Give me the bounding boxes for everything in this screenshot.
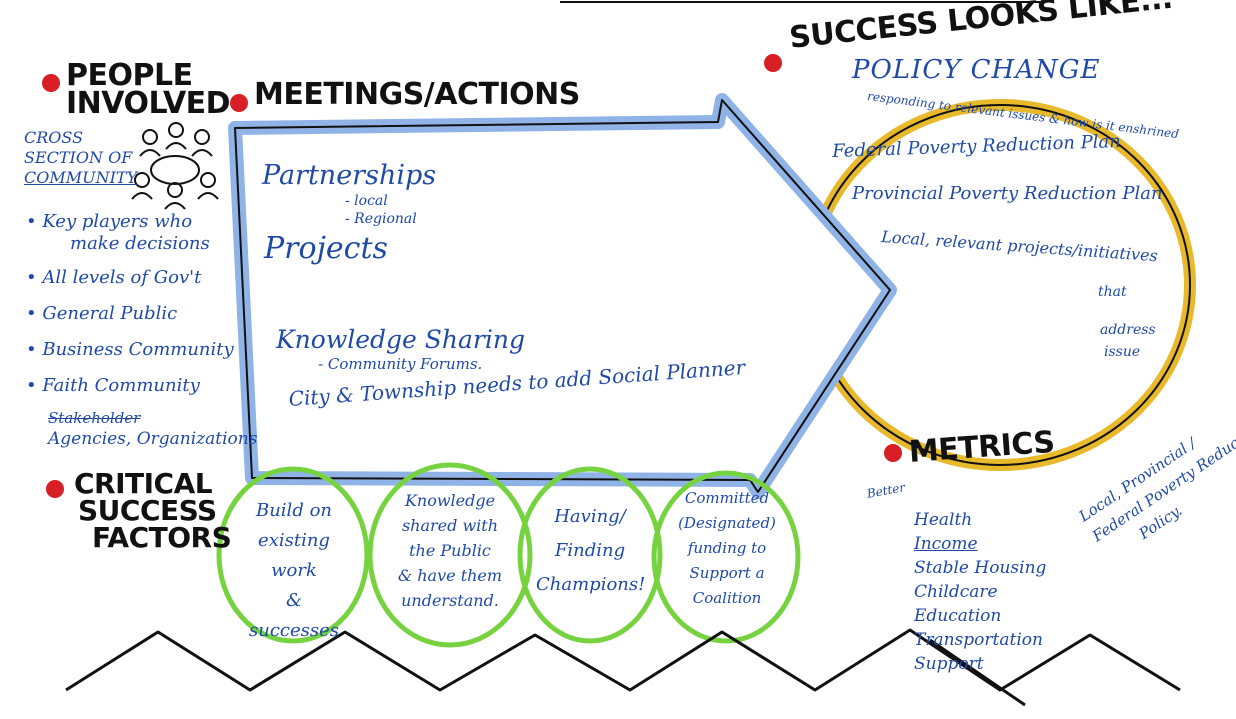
critical-heading: CRITICAL SUCCESS FACTORS [74,467,232,554]
factor-4-line-3: funding to [687,539,767,557]
factor-1-line-1: Build on [255,500,332,521]
people-item-5: • Business Community [26,339,234,360]
people-bullet-dot [42,74,60,92]
factor-2-text: Knowledge shared with the Public & have … [388,488,512,613]
meetings-heading: MEETINGS/ACTIONS [254,77,580,112]
cross-section-line-3: COMMUNITY [24,168,138,187]
local-projects-that: that [1098,284,1127,300]
partnerships-local: - local [345,193,388,209]
success-bullet-dot [764,54,782,72]
meetings-bullet-dot [230,94,248,112]
partnerships-label: Partnerships [262,160,437,191]
metrics-bullet-dot [884,444,902,462]
metrics-item-7: Support [914,654,984,674]
critical-heading-line-1: CRITICAL [74,467,213,500]
factor-circle-1 [216,466,370,644]
factor-4-line-4: Support a [689,564,765,582]
people-item-3: • All levels of Gov't [26,267,202,288]
critical-heading-line-3: FACTORS [92,521,232,554]
factor-4-line-5: Coalition [692,589,762,607]
people-item-1: • Key players who [26,211,193,232]
cross-section-label: CROSS SECTION OF COMMUNITY [24,128,137,188]
people-heading-line-2: INVOLVED [66,86,231,121]
mountain-range [65,628,1181,692]
factor-3-line-2: Finding [554,540,626,561]
policy-change-label: POLICY CHANGE [852,55,1101,85]
critical-heading-line-2: SUCCESS [78,494,217,527]
people-around-table-icon [131,122,219,210]
people-item-7: Stakeholder [48,409,141,427]
factor-1-line-2: existing work [258,530,330,581]
factor-2-line-4: & have them [397,566,503,585]
metrics-item-2: Income [914,534,978,554]
factor-2-line-1: Knowledge [404,491,496,510]
factor-3-text: Having/ Finding Champions! [536,500,646,602]
critical-bullet-dot [46,480,64,498]
metrics-list: Health Income Stable Housing Childcare E… [914,508,1046,676]
factor-2-line-5: understand. [401,591,499,610]
cross-section-line-1: CROSS [24,128,84,147]
meetings-arrow-glow [228,93,897,499]
people-item-6: • Faith Community [26,375,200,396]
factor-4-text: Committed (Designated) funding to Suppor… [668,486,786,611]
provincial-plan-label: Provincial Poverty Reduction Plan [852,183,1163,204]
people-item-2: make decisions [70,233,210,254]
factor-2-line-3: the Public [409,541,491,560]
local-projects-issue: issue [1104,344,1141,360]
metrics-item-1: Health [914,510,973,530]
metrics-item-4: Childcare [914,582,998,602]
factor-4-line-2: (Designated) [678,514,776,532]
factor-circle-4 [651,470,801,644]
metrics-item-5: Education [914,606,1002,626]
metrics-item-6: Transportation [914,630,1043,650]
community-forums-label: - Community Forums. [318,355,483,373]
metrics-item-3: Stable Housing [914,558,1047,578]
factor-circle-3 [517,466,663,644]
mountain-strike [929,638,1026,707]
factor-circle-2 [367,462,533,648]
people-item-4: • General Public [26,303,178,324]
people-heading: PEOPLE INVOLVED [66,58,231,121]
factor-2-line-2: shared with [401,516,499,535]
partnerships-regional: - Regional [345,211,417,227]
meetings-arrow [234,99,891,493]
people-heading-line-1: PEOPLE [66,58,193,93]
local-projects-address: address [1100,322,1156,338]
factor-3-line-1: Having/ [554,506,626,527]
people-item-8: Agencies, Organizations [48,429,258,449]
factor-3-line-3: Champions! [536,574,646,595]
factor-1-line-3: & successes [248,590,339,641]
projects-label: Projects [264,231,388,266]
factor-4-line-1: Committed [684,489,770,507]
factor-1-text: Build on existing work & successes [240,496,348,646]
knowledge-sharing-label: Knowledge Sharing [276,325,525,354]
cross-section-line-2: SECTION OF [24,148,133,167]
